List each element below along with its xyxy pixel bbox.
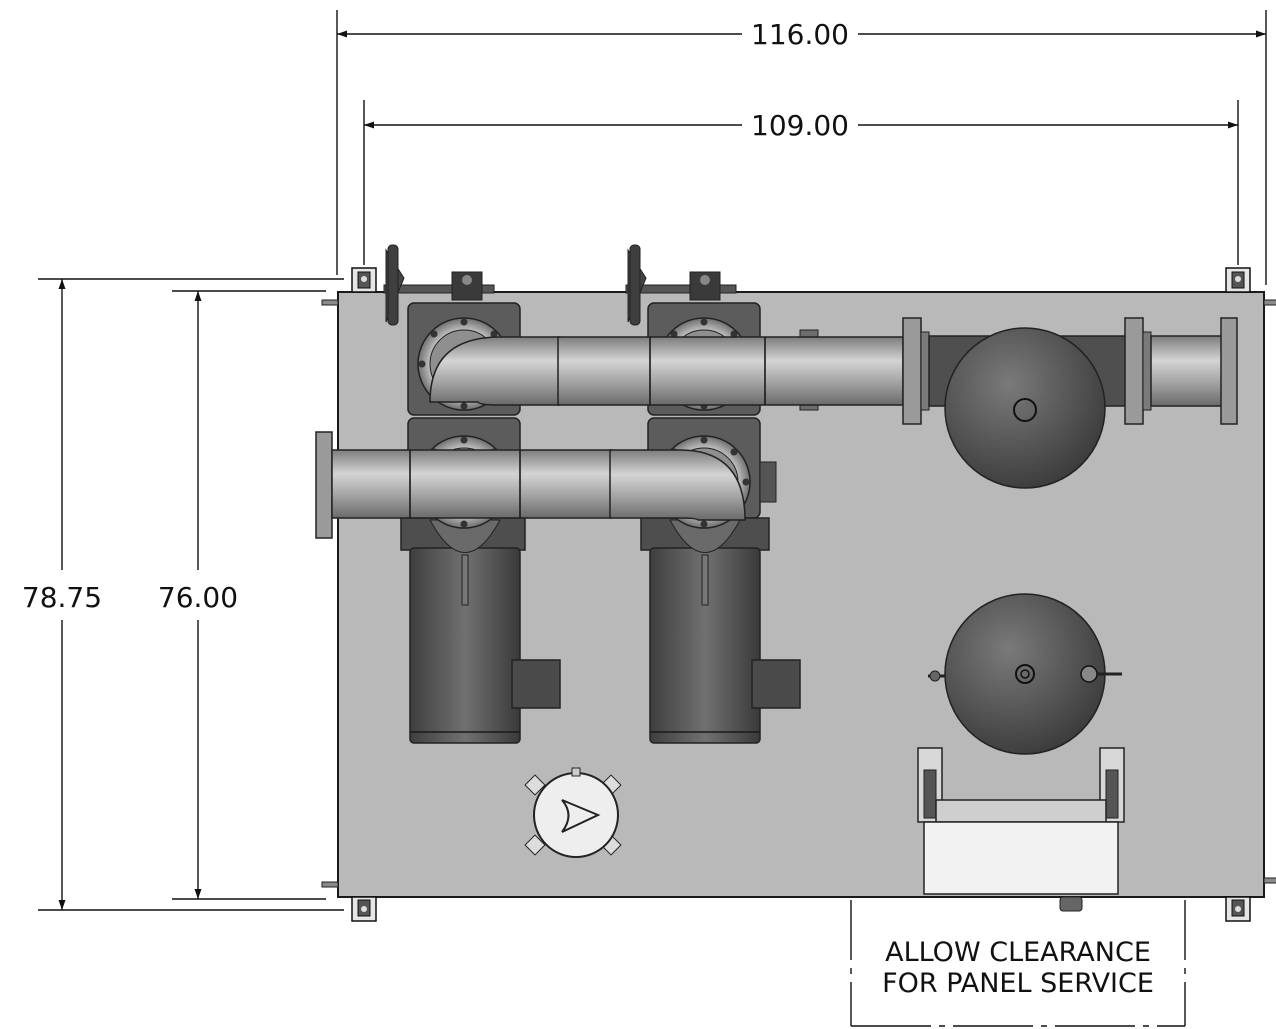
lug-top-right [1225, 267, 1251, 293]
dim-label-116: 116.00 [751, 18, 849, 51]
dimension-inner-width: 109.00 [363, 100, 1239, 265]
pressure-tank-2 [928, 593, 1122, 755]
round-device [524, 767, 622, 858]
control-panel [917, 747, 1125, 912]
lug-top-left [351, 267, 377, 293]
dim-label-109: 109.00 [751, 109, 849, 142]
dimension-overall-width: 116.00 [336, 10, 1267, 285]
lifting-lugs [351, 267, 1251, 922]
dim-label-78-75: 78.75 [22, 581, 102, 614]
lug-bottom-right [1225, 896, 1251, 922]
clearance-note-line-1: ALLOW CLEARANCE [885, 937, 1151, 968]
discharge-header-pipe [429, 317, 1238, 489]
suction-header-pipe [315, 431, 746, 539]
handwheel-1 [383, 244, 495, 326]
pressure-tank-1 [944, 327, 1106, 489]
handwheel-2 [625, 244, 737, 326]
dimension-overall-depth: 78.75 [22, 278, 344, 911]
dimension-inner-depth: 76.00 [158, 290, 326, 900]
clearance-note-line-2: FOR PANEL SERVICE [882, 968, 1154, 999]
dim-label-76: 76.00 [158, 581, 238, 614]
lug-bottom-left [351, 896, 377, 922]
service-clearance-zone: ALLOW CLEARANCE FOR PANEL SERVICE [850, 900, 1186, 1027]
